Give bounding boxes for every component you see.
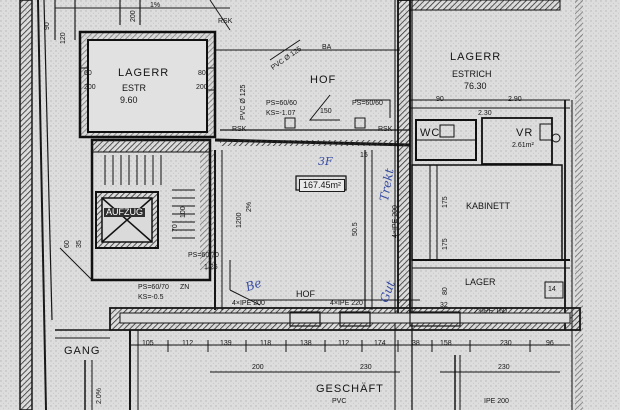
dim-low-3: 230 [498,364,510,371]
hof-bottom [109,150,581,331]
dim-low-2: 230 [360,364,372,371]
handwriting-3f: 3F [318,155,333,168]
area-box: 167.45m² [299,179,346,192]
room-kabinett-name: KABINETT [466,201,511,211]
dim-bot-2: 112 [182,340,194,347]
label-ps-c: PS=60/70 [188,252,219,259]
dim-bot-6: 112 [338,340,350,347]
dim-bot-3: 139 [220,340,232,347]
dim-top-3: 90 [44,22,51,30]
label-ps-d: PS=60/70 [138,284,169,291]
room-hof-bottom-name: HOF [296,289,315,299]
dim-center-15: 15 [360,152,368,159]
dim-bot-1: 105 [142,340,154,347]
label-ba: BA [322,44,332,51]
dim-top-1: 120 [60,32,67,44]
room-lager-right-name: LAGERR [450,51,502,63]
room-lager-mid-name: LAGER [465,277,496,287]
dim-low-1: 200 [252,364,264,371]
dim-bot-5: 138 [300,340,312,347]
room-lager-right-area: 76.30 [464,81,487,91]
dim-center-14: 14 [548,286,556,293]
dim-center-175b: 80 [442,287,449,295]
dim-left-3: 80 [198,70,206,77]
dim-bot-10: 230 [500,340,512,347]
dim-bot-9: 158 [440,340,452,347]
label-ipe-right: 2×IPE 160 [474,308,507,315]
label-rsk-mid: RSK [378,126,393,133]
room-aufzug-name: AUFZUG [104,207,145,217]
label-rsk-top: RSK [218,18,233,25]
label-ks-c: KS=-0.5 [138,294,164,301]
dim-center-80: 175 [442,238,449,250]
label-pvc-left: PVC Ø 125 [240,84,247,120]
room-geschaeft-sub: PVC [332,398,347,405]
room-lager-right-sub: ESTRICH [452,69,492,79]
label-ipe-left: 4×IPE 200 [232,300,265,307]
dim-center-175a: 175 [442,196,449,208]
dim-bot-8: 38 [412,340,420,347]
right-rooms [409,0,583,410]
label-ipe-vert: 4×IPE 200 [392,205,399,238]
dim-center-1200: 1200 [236,212,243,228]
dim-misc-100: 100 [180,206,187,218]
dim-misc-150: 150 [320,108,332,115]
label-zn: ZN [180,284,190,291]
dim-misc-70: 70 [172,224,179,232]
dim-center-32: 32 [440,302,448,309]
dim-left-2: 200 [84,84,96,91]
label-ks-a: KS=-1.07 [266,110,296,117]
room-gang-name: GANG [64,345,101,357]
room-lager-left-area: 9.60 [120,95,138,105]
outer-wall-left [19,0,53,410]
dim-right-2: 2.30 [478,110,492,117]
dim-bot-7: 174 [374,340,386,347]
label-gang-slope: 2.0% [96,388,103,404]
room-geschaeft-name: GESCHÄFT [316,383,384,395]
label-ipe-bot: IPE 200 [484,398,509,405]
dim-misc-200: 200 [196,84,208,91]
dim-misc-35: 35 [76,240,83,248]
dim-bot-4: 118 [260,340,272,347]
label-ipe-mid: 4×IPE 220 [330,300,363,307]
room-vr-area: 2.61m² [512,142,534,149]
dim-center-505: 50.5 [352,222,359,236]
dim-right-1: 2.90 [508,96,522,103]
label-slope-mid: 2% [246,201,253,212]
dim-top-2: 200 [130,10,137,22]
top-strip [54,0,231,40]
percent-top: 1% [150,2,161,9]
dim-misc-60: 60 [64,240,71,248]
dim-right-3: 90 [436,96,444,103]
label-ps-b: PS=60/60 [352,100,383,107]
room-vr-name: VR [516,127,534,139]
dim-left-1: 60 [84,70,92,77]
room-wc-name: WC [420,127,441,139]
gang [55,329,110,410]
room-lager-left-name: LAGERR [118,67,170,79]
label-ps-a: PS=60/60 [266,100,297,107]
room-hof-top-name: HOF [310,74,337,86]
label-rsk-left: RSK [232,126,247,133]
label-slope-left: 1.25 [204,264,218,271]
stair-block [59,138,212,282]
room-lager-left-sub: ESTR [122,83,147,93]
dim-bot-11: 96 [546,340,554,347]
room-lager-left [78,30,217,139]
bottom-dimensions [129,330,570,410]
hof-top-walls [214,39,411,147]
